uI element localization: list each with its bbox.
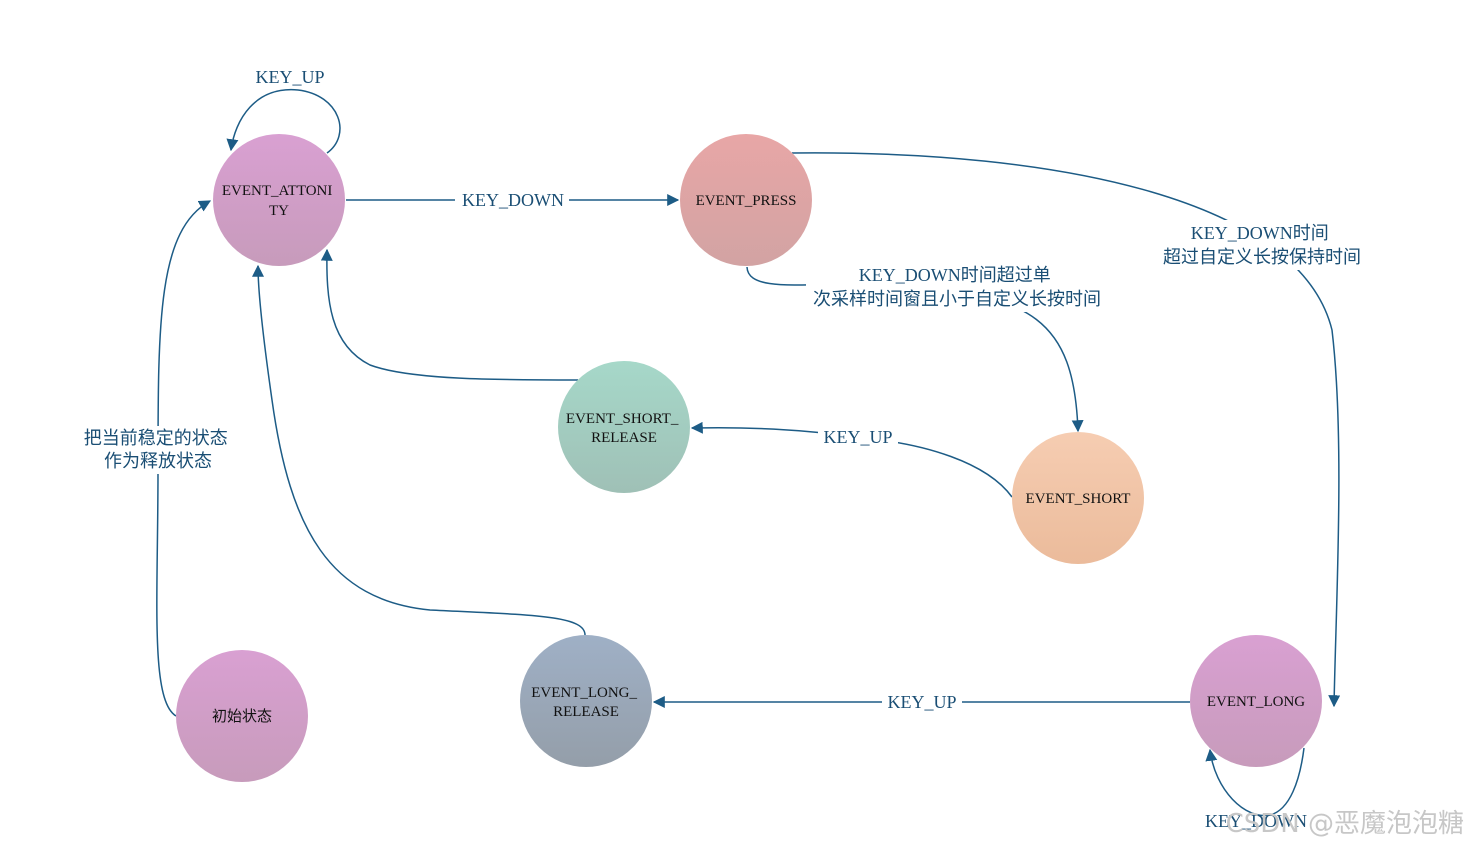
edge-long-self: [1205, 747, 1305, 817]
node-long-circle: [1190, 635, 1322, 767]
edge-label-press-short: KEY_DOWN时间超过单 次采样时间窗且小于自定义长按时间: [813, 265, 1101, 309]
nodes: EVENT_ATTONI TY EVENT_PRESS EVENT_SHORT_…: [176, 134, 1322, 782]
edge-label-long-long_release: KEY_UP: [887, 692, 956, 712]
node-long-release: EVENT_LONG_ RELEASE: [520, 635, 652, 767]
edge-attonity-self: [226, 89, 341, 154]
edge-long_release-attonity: [252, 264, 586, 636]
node-press-label: EVENT_PRESS: [696, 193, 797, 209]
node-press-circle: [680, 134, 812, 266]
node-long: EVENT_LONG: [1190, 635, 1322, 767]
node-initial-circle: [176, 650, 308, 782]
node-short-label: EVENT_SHORT: [1026, 491, 1131, 507]
node-initial: 初始状态: [176, 650, 308, 782]
node-press: EVENT_PRESS: [680, 134, 812, 266]
edge-label-short-short_release: KEY_UP: [823, 427, 892, 447]
node-short-release-label: EVENT_SHORT_ RELEASE: [566, 411, 682, 446]
node-initial-label: 初始状态: [212, 708, 272, 725]
edge-label-attonity-press: KEY_DOWN: [462, 190, 564, 210]
node-short-release: EVENT_SHORT_ RELEASE: [558, 361, 690, 493]
node-long-release-circle: [520, 635, 652, 767]
node-long-release-label: EVENT_LONG_ RELEASE: [531, 685, 641, 720]
edge-label-long-self: KEY_DOWN: [1205, 811, 1307, 831]
watermark-text: CSDN @恶魔泡泡糖: [1226, 809, 1464, 839]
node-long-label: EVENT_LONG: [1207, 694, 1305, 710]
node-short-release-circle: [558, 361, 690, 493]
node-attonity: EVENT_ATTONI TY: [213, 134, 345, 266]
edge-press-long: [791, 152, 1341, 708]
edge-label-press-long: KEY_DOWN时间 超过自定义长按保持时间: [1163, 223, 1361, 267]
edge-label-initial-attonity: 把当前稳定的状态 作为释放状态: [84, 428, 233, 471]
edge-label-attonity-self: KEY_UP: [255, 67, 324, 87]
node-short: EVENT_SHORT: [1012, 432, 1144, 564]
edge-short_release-attonity: [320, 248, 579, 381]
node-attonity-circle: [213, 134, 345, 266]
node-short-circle: [1012, 432, 1144, 564]
node-attonity-label: EVENT_ATTONI TY: [222, 183, 336, 219]
edge-labels: KEY_UP KEY_DOWN KEY_DOWN时间 超过自定义长按保持时间 K…: [80, 67, 1366, 831]
